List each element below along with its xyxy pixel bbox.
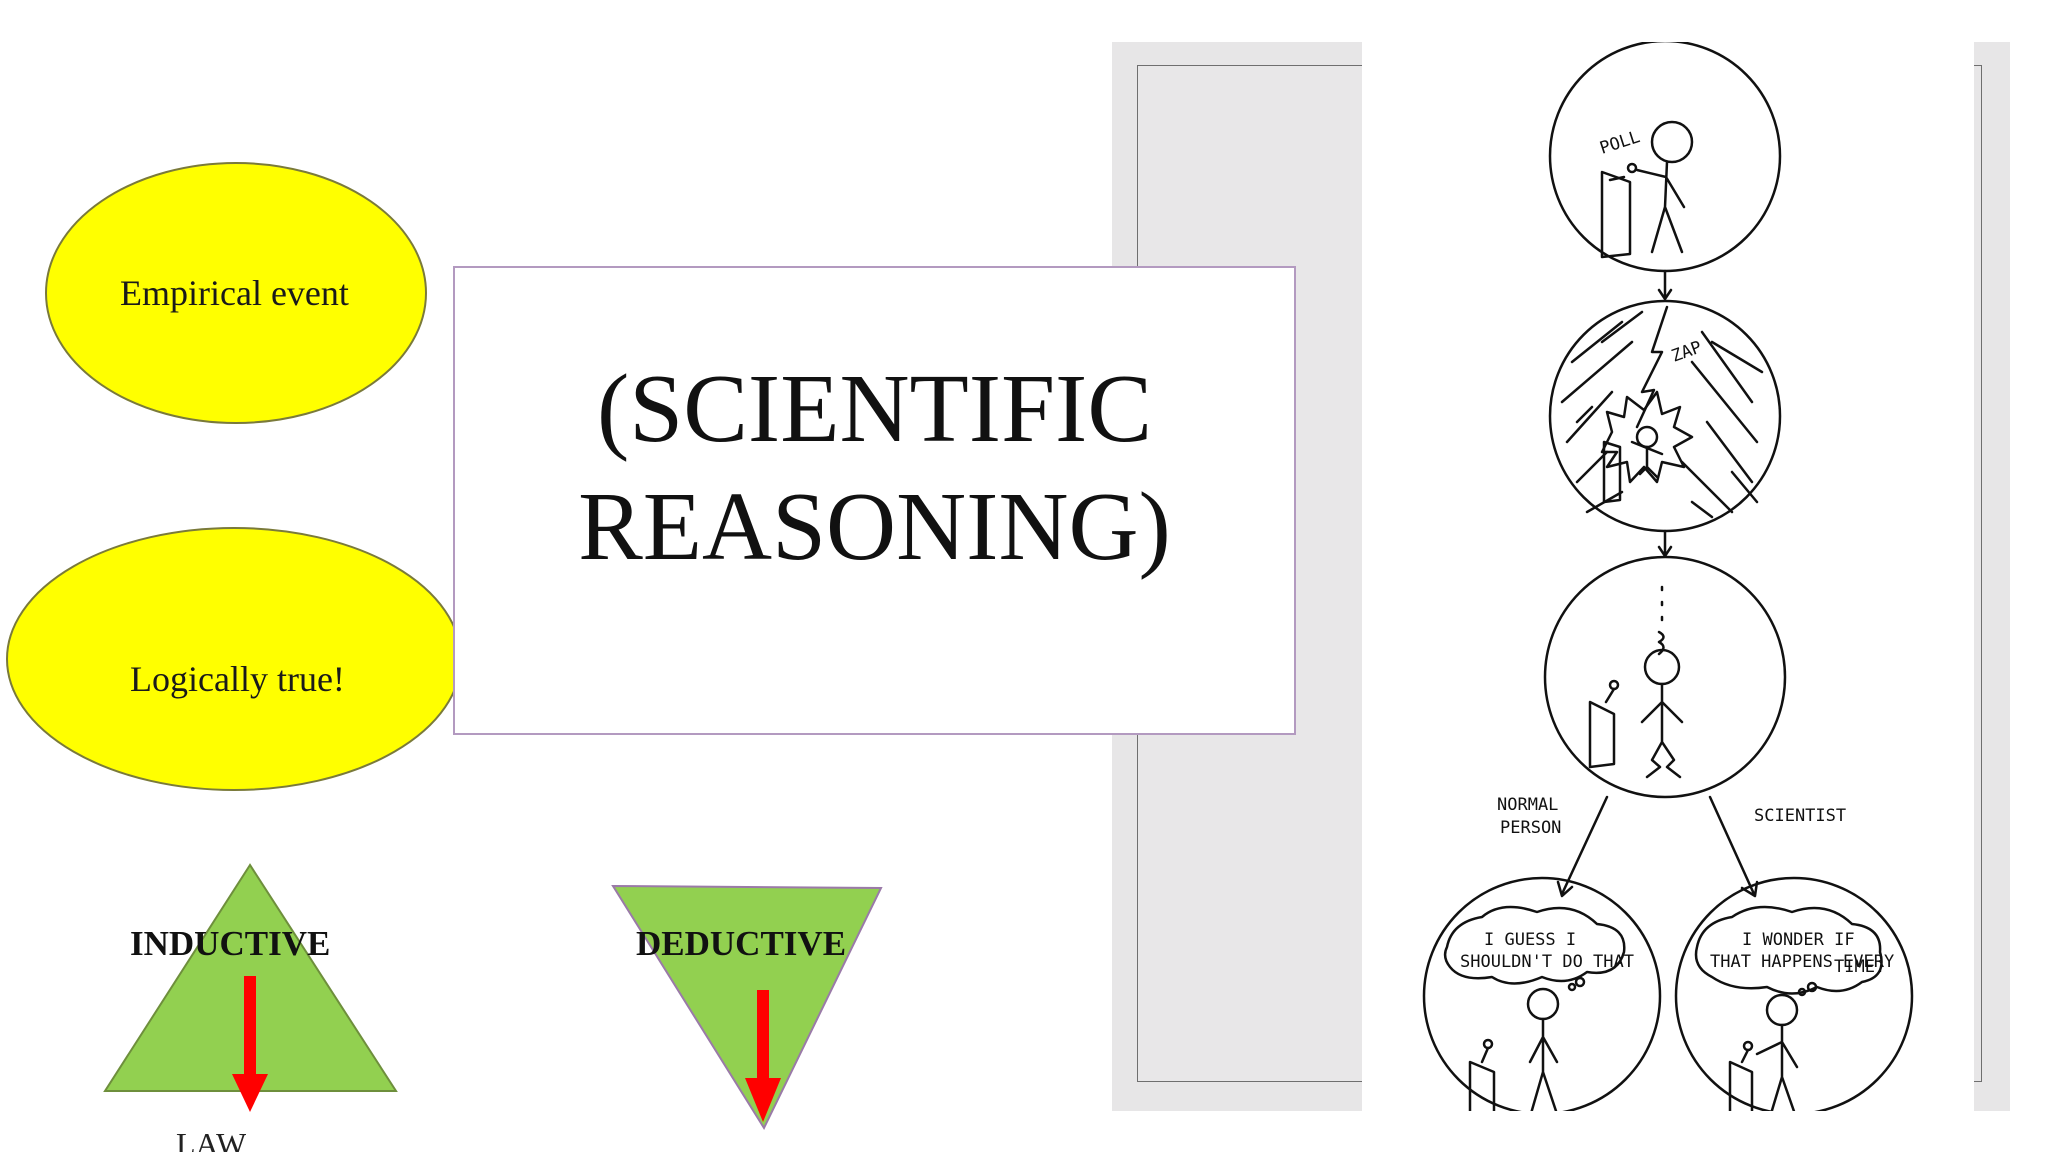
deductive-label: DEDUCTIVE	[636, 924, 847, 963]
reasoning-diagram	[6, 162, 883, 1131]
bubble-right-line-3: TIME.	[1834, 957, 1885, 977]
bubble-left-line-1: I GUESS I	[1484, 930, 1576, 950]
title-box	[453, 266, 1296, 735]
empirical-event-label: Empirical event	[120, 273, 349, 313]
comic-panel-5: I WONDER IF THAT HAPPENS EVERY TIME.	[1674, 876, 1914, 1111]
deductive-triangle	[611, 884, 883, 1131]
right-background-strip	[1974, 42, 2010, 1111]
logically-true-label: Logically true!	[130, 659, 345, 699]
xkcd-comic: POLL ZAP NORMAL PERSON SCIENTIST	[1422, 42, 1914, 1111]
bubble-right-line-1: I WONDER IF	[1742, 930, 1855, 950]
poll-sign-text: POLL	[1597, 127, 1642, 159]
bubble-left-line-2: SHOULDN'T DO THAT	[1460, 952, 1634, 972]
zap-sound-text: ZAP	[1669, 337, 1705, 366]
branch-arrow-right	[1708, 795, 1759, 898]
bubble-right-line-2: THAT HAPPENS EVERY	[1710, 952, 1894, 972]
comic-panel-4: I GUESS I SHOULDN'T DO THAT	[1422, 876, 1662, 1111]
branch-right-label: SCIENTIST	[1754, 806, 1846, 826]
deductive-arrow	[745, 990, 781, 1122]
slide-title: (SCIENTIFIC REASONING)	[453, 350, 1296, 586]
inductive-label: INDUCTIVE	[130, 924, 331, 963]
inductive-arrow	[232, 976, 268, 1112]
branch-arrow-left	[1556, 795, 1609, 898]
title-line-2: REASONING)	[578, 473, 1171, 580]
comic-panel-3	[1543, 555, 1787, 799]
law-label: LAW	[176, 1126, 247, 1152]
comic-area	[1362, 42, 1974, 1111]
title-line-1: (SCIENTIFIC	[596, 355, 1153, 462]
branch-left-label-1: NORMAL	[1497, 795, 1558, 815]
right-strip-frame	[1974, 65, 1982, 1082]
branch-left-label-2: PERSON	[1500, 818, 1561, 838]
comic-panel-1: POLL	[1548, 42, 1782, 273]
empirical-event-oval	[45, 162, 427, 424]
comic-panel-2: ZAP	[1548, 299, 1782, 533]
